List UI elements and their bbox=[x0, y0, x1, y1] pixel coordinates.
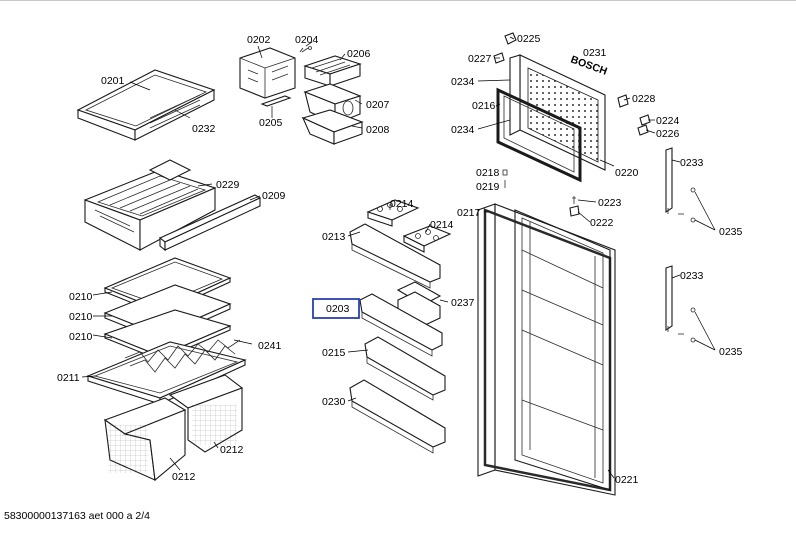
label-0210-a[interactable]: 0210 bbox=[69, 291, 93, 303]
document-reference: 58300000137163 aet 000 a 2/4 bbox=[4, 510, 150, 522]
part-0221-door-liner[interactable] bbox=[514, 209, 611, 491]
part-0204-screws[interactable] bbox=[301, 41, 313, 53]
label-0210-c[interactable]: 0210 bbox=[69, 331, 93, 343]
part-0206-filter[interactable] bbox=[303, 55, 362, 87]
label-0232[interactable]: 0232 bbox=[192, 123, 216, 135]
label-0214-b[interactable]: 0214 bbox=[430, 219, 454, 231]
label-0235-b[interactable]: 0235 bbox=[719, 346, 743, 358]
part-0230-door-shelf[interactable] bbox=[349, 379, 446, 454]
part-0233-hinge-upper[interactable] bbox=[665, 147, 673, 214]
label-0209[interactable]: 0209 bbox=[262, 190, 286, 202]
label-0207[interactable]: 0207 bbox=[366, 99, 390, 111]
label-0204[interactable]: 0204 bbox=[295, 34, 319, 46]
label-0223[interactable]: 0223 bbox=[598, 197, 622, 209]
part-0214-egg-tray-2[interactable] bbox=[402, 225, 452, 253]
label-0233-b[interactable]: 0233 bbox=[680, 270, 704, 282]
label-0219[interactable]: 0219 bbox=[476, 181, 500, 193]
label-0203[interactable]: 0203 bbox=[326, 303, 350, 315]
label-0210-b[interactable]: 0210 bbox=[69, 311, 93, 323]
label-0206[interactable]: 0206 bbox=[347, 48, 371, 60]
part-0213-door-shelf[interactable] bbox=[349, 223, 441, 289]
label-0205[interactable]: 0205 bbox=[259, 117, 283, 129]
part-labels: 0201 0232 0202 0204 0206 0205 0207 0208 … bbox=[57, 33, 743, 486]
label-0234-a[interactable]: 0234 bbox=[451, 76, 475, 88]
part-0208-cover[interactable] bbox=[301, 109, 364, 145]
label-0212-b[interactable]: 0212 bbox=[172, 471, 196, 483]
part-0233-hinge-lower[interactable] bbox=[665, 265, 673, 332]
part-0203-door-shelf[interactable] bbox=[359, 293, 443, 357]
part-0209-rail[interactable] bbox=[158, 194, 262, 252]
label-0201[interactable]: 0201 bbox=[101, 75, 125, 87]
part-0214-egg-tray-1[interactable] bbox=[366, 199, 420, 227]
highlight-box-0203[interactable] bbox=[312, 298, 360, 319]
label-0230[interactable]: 0230 bbox=[322, 396, 346, 408]
part-0229-crisper[interactable] bbox=[83, 159, 217, 251]
part-0224-plug[interactable] bbox=[639, 114, 651, 126]
label-0214-a[interactable]: 0214 bbox=[390, 198, 414, 210]
part-0241-frame[interactable] bbox=[124, 339, 241, 373]
part-0202-housing[interactable] bbox=[239, 47, 296, 99]
part-0235-screws-upper[interactable] bbox=[678, 187, 696, 223]
top-divider bbox=[0, 0, 796, 1]
label-0208[interactable]: 0208 bbox=[366, 124, 390, 136]
label-0212-a[interactable]: 0212 bbox=[220, 444, 244, 456]
label-0229[interactable]: 0229 bbox=[216, 179, 240, 191]
leader-lines bbox=[81, 36, 716, 479]
label-0241[interactable]: 0241 bbox=[258, 340, 282, 352]
part-0225-hinge-cap[interactable] bbox=[504, 32, 517, 45]
label-0225[interactable]: 0225 bbox=[517, 33, 541, 45]
part-0205-strip[interactable] bbox=[260, 95, 292, 107]
label-0222[interactable]: 0222 bbox=[590, 217, 614, 229]
label-0211[interactable]: 0211 bbox=[57, 372, 80, 384]
part-0237-shelf-insert[interactable] bbox=[396, 281, 442, 327]
label-0221[interactable]: 0221 bbox=[615, 474, 639, 486]
label-0228[interactable]: 0228 bbox=[632, 93, 656, 105]
label-0202[interactable]: 0202 bbox=[247, 34, 271, 46]
part-0218-0219-screws[interactable] bbox=[502, 169, 508, 188]
part-0201-tray[interactable] bbox=[76, 69, 216, 141]
part-0215-door-shelf[interactable] bbox=[364, 336, 446, 401]
part-0231-freezer-door[interactable]: BOSCH bbox=[509, 54, 609, 171]
label-0227[interactable]: 0227 bbox=[468, 53, 492, 65]
label-0237[interactable]: 0237 bbox=[451, 297, 475, 309]
label-0226[interactable]: 0226 bbox=[656, 128, 680, 140]
part-0212-bin-right[interactable] bbox=[168, 374, 244, 453]
label-0220[interactable]: 0220 bbox=[615, 167, 639, 179]
label-0213[interactable]: 0213 bbox=[322, 231, 346, 243]
part-0217-fridge-door[interactable] bbox=[477, 203, 616, 496]
part-0235-screws-lower[interactable] bbox=[678, 307, 696, 343]
part-0212-bin-left[interactable] bbox=[103, 397, 187, 482]
label-0217[interactable]: 0217 bbox=[457, 207, 481, 219]
part-0223-0222-hinge[interactable] bbox=[569, 196, 580, 217]
label-0234-b[interactable]: 0234 bbox=[451, 124, 475, 136]
part-0216-gasket[interactable] bbox=[496, 87, 582, 183]
label-0224[interactable]: 0224 bbox=[656, 115, 680, 127]
label-0218[interactable]: 0218 bbox=[476, 167, 500, 179]
label-0231[interactable]: 0231 bbox=[583, 47, 607, 59]
part-0228-bracket[interactable] bbox=[617, 94, 629, 108]
label-0235-a[interactable]: 0235 bbox=[719, 226, 743, 238]
label-0216[interactable]: 0216 bbox=[472, 100, 496, 112]
label-0233-a[interactable]: 0233 bbox=[680, 157, 704, 169]
label-0215[interactable]: 0215 bbox=[322, 347, 346, 359]
part-0226-plug[interactable] bbox=[637, 124, 649, 136]
